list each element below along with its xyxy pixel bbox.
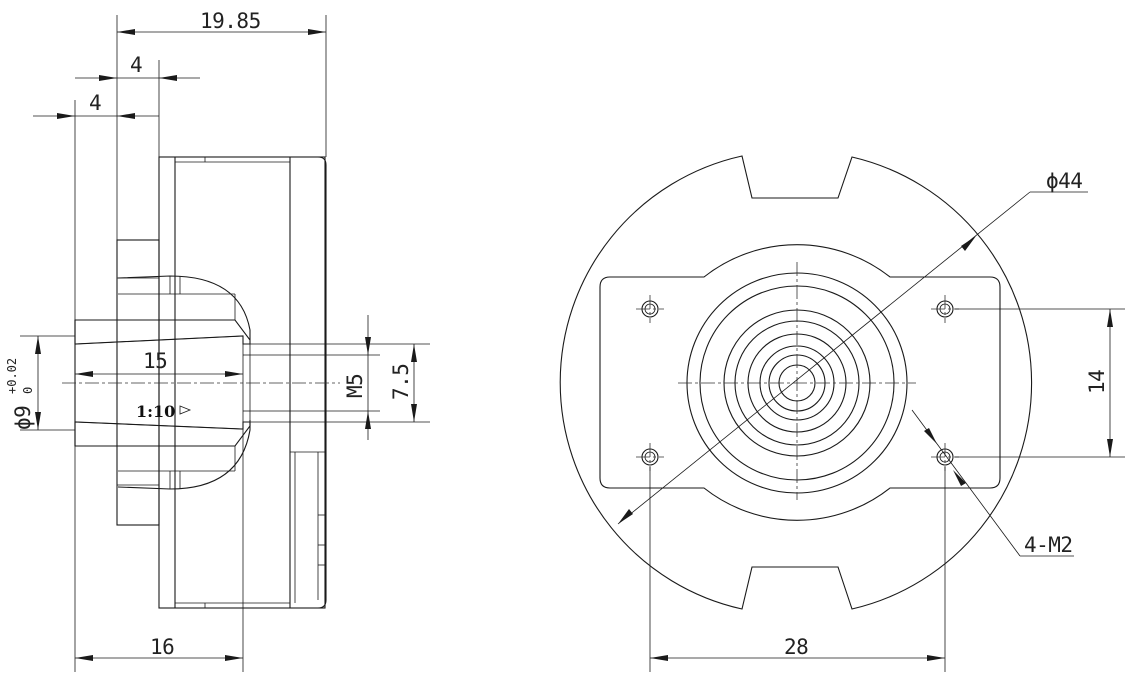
side-dimensions: 19.85 4 4 15 16 (5, 9, 430, 672)
taper-label: 1:10 (136, 402, 175, 421)
dim-bore-depth: 15 (143, 349, 167, 373)
taper-symbol (179, 405, 192, 415)
m2-hole-top-left (636, 295, 664, 323)
dim-flange-offset: 4 (130, 53, 142, 77)
m2-hole-bottom-left (636, 443, 664, 471)
hole-callout: 4-M2 (1024, 533, 1073, 557)
dim-bore-diameter: ϕ9 (11, 406, 35, 430)
m2-hole-top-right (931, 295, 959, 323)
m2-hole-bottom-right (931, 443, 959, 471)
side-view-body (116, 156, 327, 609)
dim-overall-length: 19.85 (200, 9, 261, 33)
mounting-plate (599, 244, 1001, 521)
dim-bore-tol-lower: 0 (21, 387, 35, 394)
dim-bore-tol-upper: +0.02 (5, 358, 19, 394)
dim-outer-diameter: ϕ44 (1046, 169, 1082, 193)
side-view: 19.85 4 4 15 16 (5, 9, 430, 672)
dim-base-length: 16 (150, 635, 174, 659)
dim-hole-horizontal: 28 (784, 635, 808, 659)
dim-thread-spacing: 7.5 (389, 364, 413, 400)
front-dimensions: ϕ44 14 28 4-M2 (617, 169, 1125, 672)
dim-thread: M5 (343, 374, 367, 398)
dim-hole-vertical: 14 (1085, 370, 1109, 394)
dim-hub-offset: 4 (89, 91, 101, 115)
outer-contour (559, 155, 1033, 610)
front-view: ϕ44 14 28 4-M2 (559, 155, 1125, 672)
